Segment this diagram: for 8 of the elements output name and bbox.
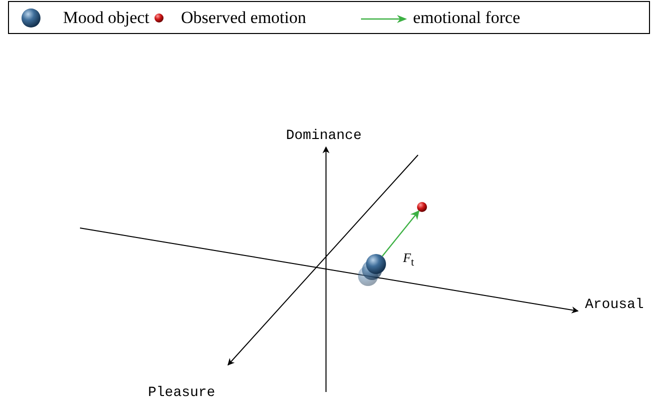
emotion-dot bbox=[417, 202, 427, 212]
legend-text: Observed emotion bbox=[181, 8, 306, 28]
legend-text: emotional force bbox=[413, 8, 520, 28]
force-arrow bbox=[382, 210, 420, 257]
axis-label: Dominance bbox=[286, 128, 362, 144]
axis-label: Pleasure bbox=[148, 385, 216, 401]
legend-text: Mood object bbox=[63, 8, 150, 28]
axis-label: Arousal bbox=[585, 297, 644, 313]
